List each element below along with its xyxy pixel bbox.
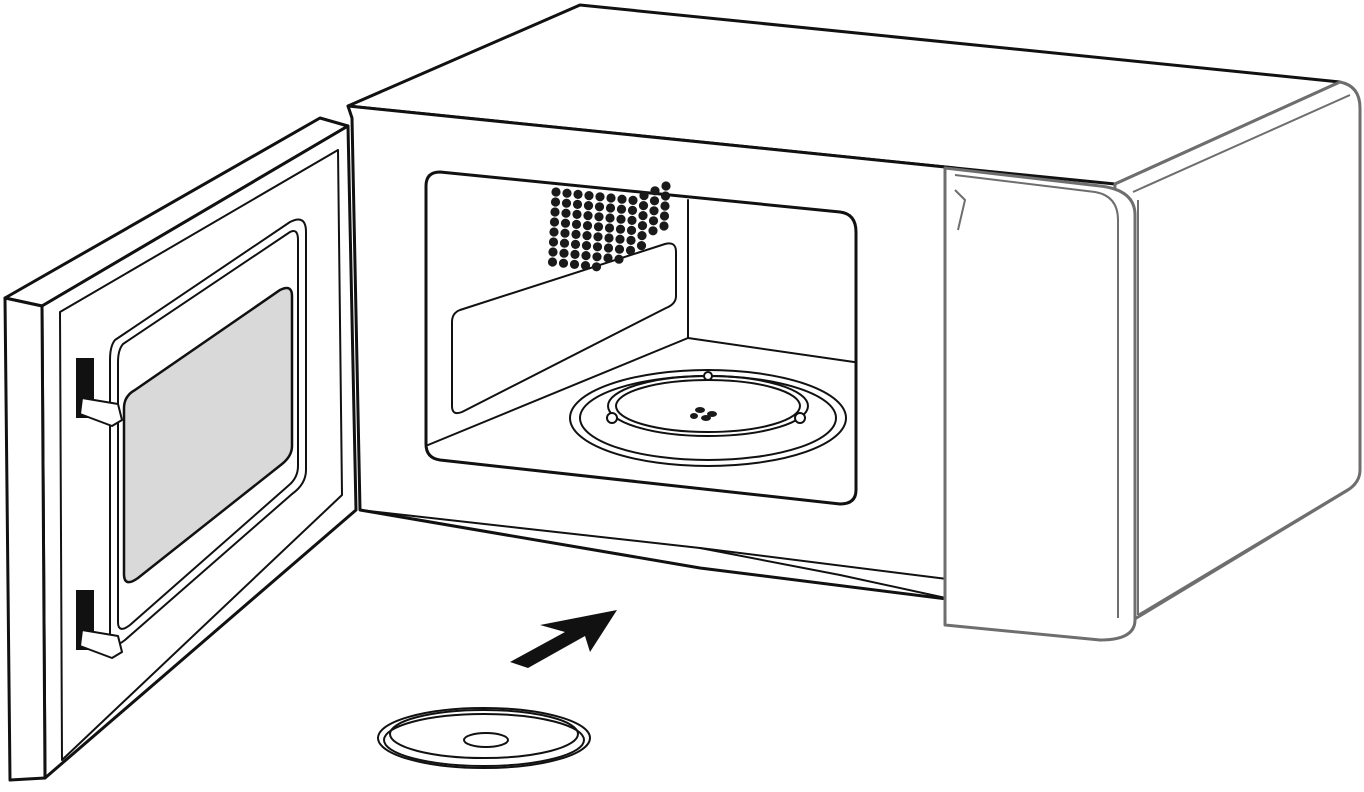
vent-hole [551,187,561,197]
vent-hole [562,188,572,198]
vent-hole [581,251,591,261]
vent-hole [550,207,560,217]
vent-hole [571,219,582,229]
door-glass [122,286,294,584]
vent-hole [573,189,583,199]
vent-hole [603,253,613,263]
vent-hole [616,204,627,214]
vent-hole [615,224,626,234]
vent-hole [571,229,581,239]
vent-hole [639,191,649,201]
vent-hole [584,191,594,201]
vent-hole [594,202,605,212]
vent-hole [649,196,660,206]
vent-hole [595,192,605,202]
vent-hole [649,206,659,216]
vent-hole [550,197,561,207]
vent-hole [572,209,582,219]
vent-hole [615,234,625,244]
vent-hole [559,238,570,248]
vent-hole [648,226,658,236]
vent-hole [570,249,580,259]
insert-arrow-icon [510,610,617,668]
vent-hole [616,214,626,224]
vent-hole [660,191,671,201]
vent-hole [560,228,570,238]
vent-hole [548,237,559,247]
vent-hole [560,218,571,228]
vent-hole [558,258,569,268]
vent-hole [561,198,572,208]
vent-hole [547,257,558,267]
vent-hole [580,261,591,271]
vent-hole [569,259,580,269]
door-latch-upper [76,358,123,427]
vent-hole [614,244,625,254]
vent-hole [625,245,636,255]
vent-hole [561,208,571,218]
vent-hole [582,231,592,241]
vent-hole [626,225,637,235]
vent-hole [626,235,636,245]
vent-hole [581,241,592,251]
vent-hole [648,216,659,226]
vent-hole [617,194,627,204]
vent-hole [591,262,602,272]
vent-hole [627,205,638,215]
vent-hole [627,215,637,225]
vent-hole [659,211,670,221]
vent-hole [605,213,615,223]
vent-hole [650,186,660,196]
vent-hole [661,181,671,191]
vent-hole [628,195,638,205]
control-panel [943,166,1137,642]
vent-hole [637,221,648,231]
vent-hole [593,232,603,242]
vent-hole [592,242,603,252]
oven-cavity [424,170,858,506]
vent-hole [660,201,670,211]
vent-hole [605,203,616,213]
vent-hole [614,254,624,264]
glass-tray-icon [377,707,591,769]
vent-grille-icon [547,181,671,272]
vent-hole [636,241,647,251]
vent-hole [638,201,649,211]
door-latch-lower [76,590,123,659]
vent-hole [606,193,616,203]
vent-hole [583,201,594,211]
vent-hole [604,233,614,243]
vent-hole [572,199,583,209]
turntable-ring-icon [569,369,847,467]
vent-hole [593,222,604,232]
vent-hole [582,221,593,231]
open-door-icon [3,116,358,782]
vent-hole [594,212,604,222]
vent-hole [604,223,615,233]
vent-hole [549,227,559,237]
vent-hole [559,248,569,258]
vent-hole [549,217,560,227]
vent-hole [592,252,602,262]
vent-hole [638,211,648,221]
vent-hole [659,221,669,231]
vent-hole [570,239,581,249]
vent-hole [603,243,614,253]
vent-hole [583,211,593,221]
vent-hole [548,247,558,257]
vent-hole [637,231,647,241]
